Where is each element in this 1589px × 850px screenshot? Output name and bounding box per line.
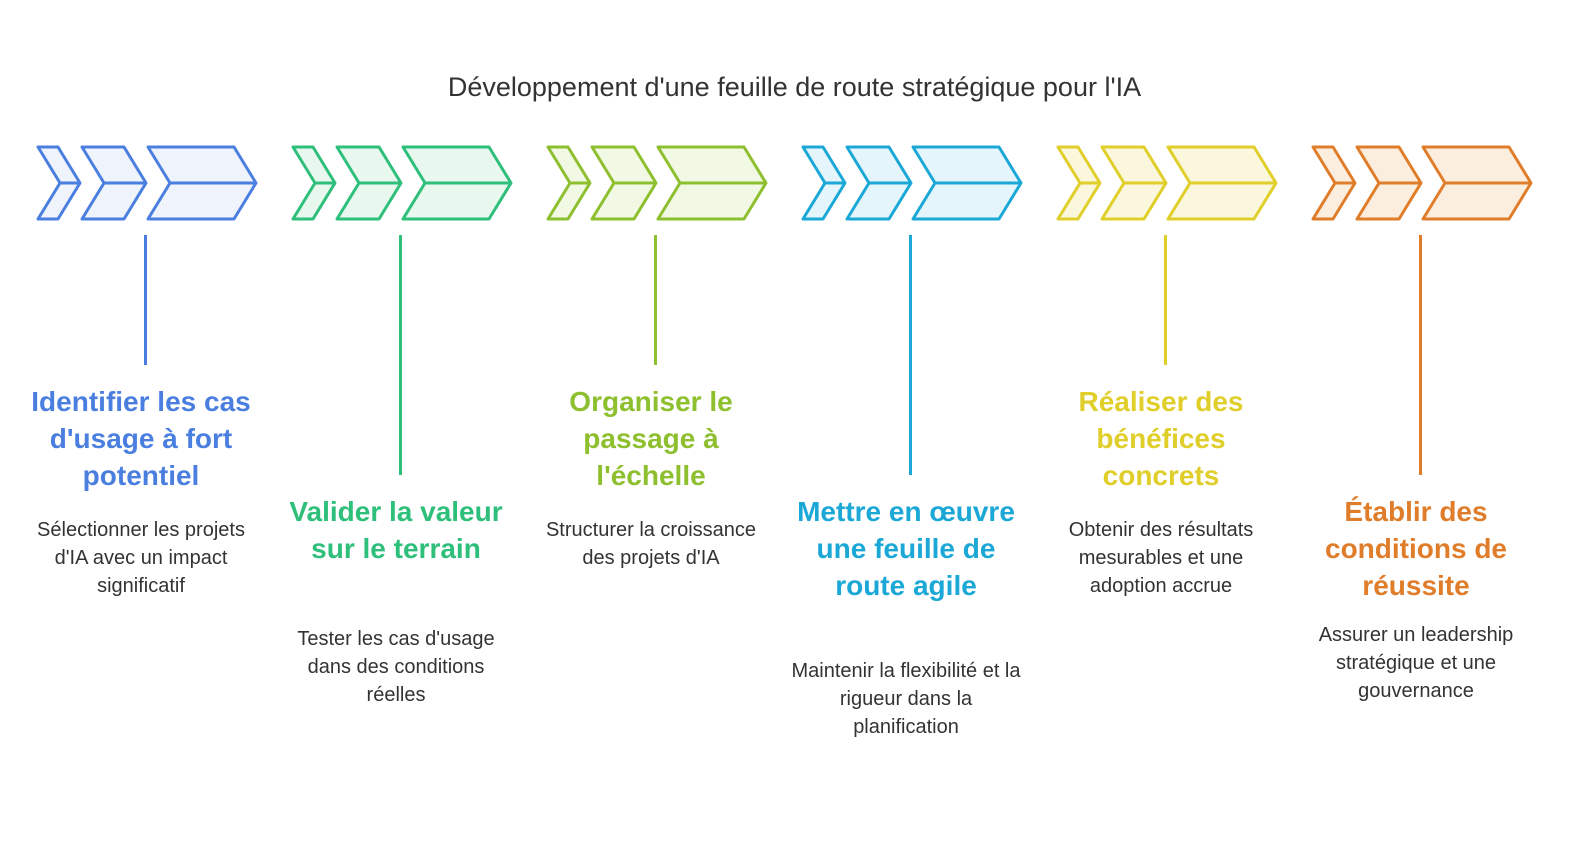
step-title: Établir des conditions de réussite [1325,496,1507,601]
step-title: Valider la valeur sur le terrain [289,496,503,564]
step-title: Organiser le passage à l'échelle [569,386,733,491]
connector-line [1164,235,1167,365]
step-title: Mettre en œuvre une feuille de route agi… [797,496,1015,601]
step-4: Mettre en œuvre une feuille de route agi… [0,0,1023,850]
diagram-title: Développement d'une feuille de route str… [447,72,1142,102]
chevron-arrows-icon [1056,145,1278,221]
connector-line [144,235,147,365]
step-6: Établir des conditions de réussite Assur… [0,0,1533,850]
step-description: Structurer la croissance des projets d'I… [545,519,757,569]
step-5: Réaliser des bénéfices concrets Obtenir … [0,0,1278,850]
chevron-arrows-icon [1311,145,1533,221]
step-description: Tester les cas d'usage dans des conditio… [297,628,495,706]
step-description: Sélectionner les projets d'IA avec un im… [37,519,245,597]
step-description: Assurer un leadership stratégique et une… [1318,624,1514,702]
chevron-arrows-icon [801,145,1023,221]
step-title: Identifier les cas d'usage à fort potent… [31,386,251,491]
chevron-arrows-icon [291,145,513,221]
connector-line [1419,235,1422,475]
connector-line [909,235,912,475]
step-1: Identifier les cas d'usage à fort potent… [0,0,260,850]
step-2: Valider la valeur sur le terrain Tester … [0,0,513,850]
step-3: Organiser le passage à l'échelle Structu… [0,0,768,850]
chevron-arrows-icon [546,145,768,221]
connector-line [399,235,402,475]
step-description: Obtenir des résultats mesurables et une … [1068,519,1254,597]
connector-line [654,235,657,365]
step-title: Réaliser des bénéfices concrets [1078,386,1244,491]
chevron-arrows-icon [36,145,258,221]
step-description: Maintenir la flexibilité et la rigueur d… [791,660,1021,738]
